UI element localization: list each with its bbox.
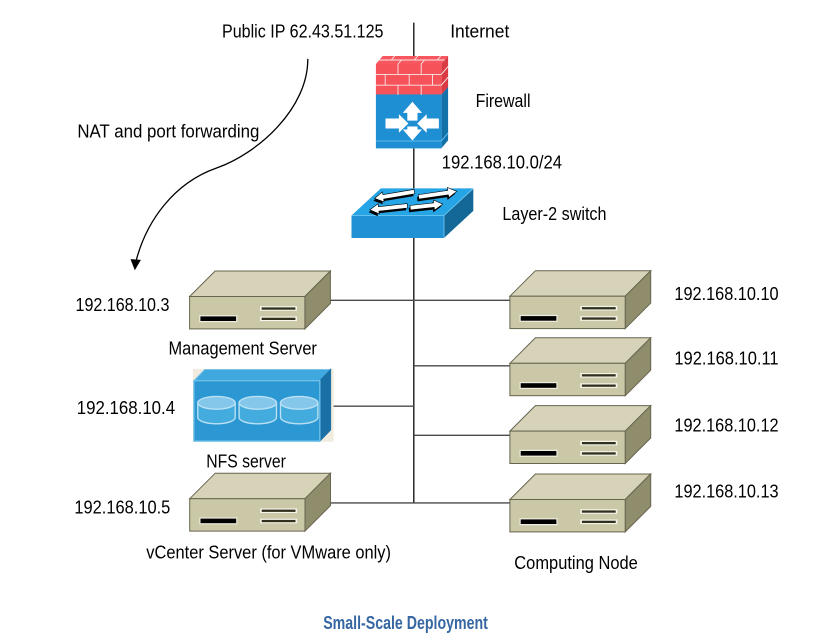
svg-text:192.168.10.3: 192.168.10.3 [76,295,170,315]
svg-text:192.168.10.13: 192.168.10.13 [674,482,778,502]
svg-text:192.168.10.12: 192.168.10.12 [674,416,778,436]
svg-text:192.168.10.10: 192.168.10.10 [674,284,778,304]
svg-text:192.168.10.4: 192.168.10.4 [77,398,175,418]
svg-text:192.168.10.11: 192.168.10.11 [674,349,778,369]
svg-text:Internet: Internet [450,22,509,42]
svg-text:192.168.10.5: 192.168.10.5 [74,498,170,518]
svg-text:Firewall: Firewall [476,91,531,111]
svg-text:Computing Node: Computing Node [514,553,638,573]
svg-text:NFS server: NFS server [206,451,286,471]
svg-text:Public IP 62.43.51.125: Public IP 62.43.51.125 [222,22,384,42]
svg-text:Small-Scale Deployment: Small-Scale Deployment [323,613,488,633]
svg-text:vCenter Server (for VMware onl: vCenter Server (for VMware only) [146,542,391,562]
svg-text:NAT and port forwarding: NAT and port forwarding [77,122,259,142]
svg-text:192.168.10.0/24: 192.168.10.0/24 [442,153,562,173]
svg-text:Layer-2 switch: Layer-2 switch [502,204,606,224]
svg-text:Management Server: Management Server [169,338,317,358]
